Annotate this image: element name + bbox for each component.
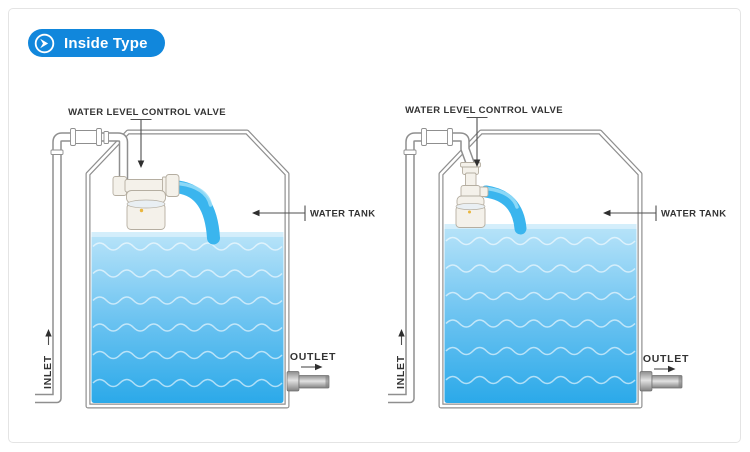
valve-label-group: WATER LEVEL CONTROL VALVE (68, 107, 226, 168)
outlet-label: OUTLET (290, 351, 336, 363)
outlet-label-group: OUTLET (290, 351, 336, 371)
left-arrow-icon (252, 209, 260, 217)
tank-label-group: WATER TANK (252, 205, 375, 221)
arrow-right-circle-icon (33, 32, 56, 55)
badge-label: Inside Type (64, 34, 148, 52)
outlet-label: OUTLET (643, 353, 689, 365)
outlet-pipe (286, 371, 330, 392)
water-stream (172, 180, 220, 245)
valve-label: WATER LEVEL CONTROL VALVE (68, 107, 226, 118)
water-stream (480, 185, 527, 235)
inside-type-badge: Inside Type (28, 29, 165, 57)
up-arrow-icon (398, 329, 405, 337)
float-brand-dot (139, 208, 144, 213)
tank-water (91, 232, 284, 403)
down-arrow-icon (473, 159, 481, 167)
float-brand-dot (468, 210, 471, 214)
diagram-inside-valve-horizontal: WATER LEVEL CONTROL VALVE WATER TANK INL… (35, 107, 375, 406)
inlet-label-group: INLET (42, 329, 54, 389)
outlet-pipe (639, 371, 683, 392)
tank-label: WATER TANK (661, 209, 726, 220)
tank-label-group: WATER TANK (603, 205, 726, 221)
up-arrow-icon (45, 329, 52, 337)
inlet-pipe (388, 128, 476, 404)
pipe-union-coupling (70, 128, 102, 146)
pipe-union-coupling (421, 128, 453, 146)
right-arrow-icon (668, 365, 676, 373)
float-valve-horizontal (112, 174, 180, 230)
outlet-label-group: OUTLET (643, 353, 689, 373)
diagram-inside-valve-vertical: WATER LEVEL CONTROL VALVE WATER TANK INL… (388, 105, 726, 406)
tank-water (444, 224, 637, 403)
valve-label-group: WATER LEVEL CONTROL VALVE (405, 105, 563, 167)
float-valve-vertical (455, 162, 489, 228)
down-arrow-icon (137, 160, 145, 168)
valve-label: WATER LEVEL CONTROL VALVE (405, 105, 563, 116)
inlet-pipe (35, 128, 129, 404)
left-arrow-icon (603, 209, 611, 217)
inlet-label-group: INLET (395, 329, 407, 389)
tank-label: WATER TANK (310, 209, 375, 220)
inlet-label: INLET (395, 355, 407, 389)
inlet-label: INLET (42, 355, 54, 389)
right-arrow-icon (315, 363, 323, 371)
